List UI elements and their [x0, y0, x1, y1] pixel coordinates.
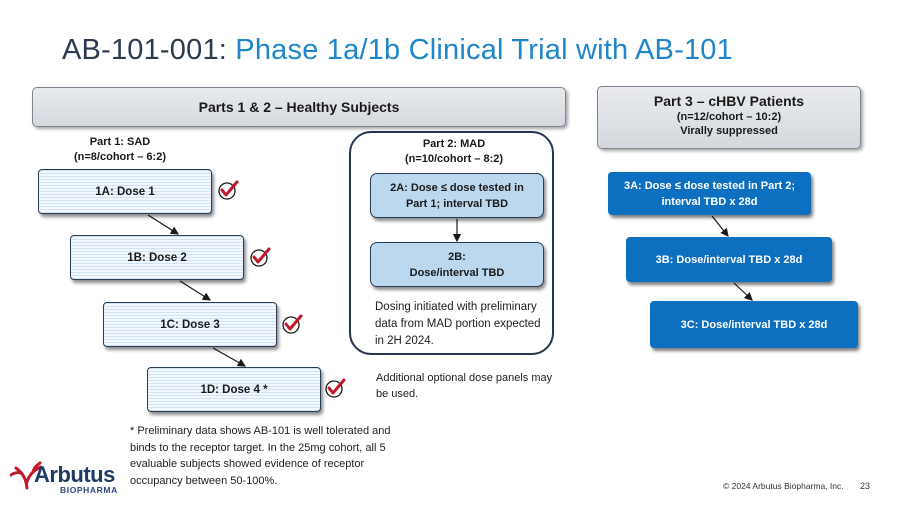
footnote: * Preliminary data shows AB-101 is well … — [130, 425, 391, 487]
part-1-header: Part 1: SAD (n=8/cohort – 6:2) — [60, 135, 180, 165]
part-1-cohort: (n=8/cohort – 6:2) — [74, 151, 166, 163]
dose-box-1c: 1C: Dose 3 — [103, 302, 277, 347]
dose-box-1b: 1B: Dose 2 — [70, 235, 244, 280]
dose-box-3b: 3B: Dose/interval TBD x 28d — [626, 237, 832, 282]
arrow-icon — [711, 215, 729, 237]
dose-3a-line2: interval TBD x 28d — [661, 195, 758, 208]
logo-subtitle: BIOPHARMA — [60, 485, 118, 495]
dose-box-3a: 3A: Dose ≤ dose tested in Part 2; interv… — [608, 172, 811, 215]
check-icon — [325, 378, 346, 398]
dose-3a-line1: 3A: Dose ≤ dose tested in Part 2; — [623, 179, 796, 192]
dose-2b-line1: 2B: — [448, 250, 466, 263]
part-3-title: Part 3 – cHBV Patients — [653, 93, 805, 109]
dose-box-1a: 1A: Dose 1 — [38, 169, 212, 214]
logo-name: Arbutus — [34, 462, 115, 487]
page-title: AB-101-001: Phase 1a/1b Clinical Trial w… — [62, 34, 733, 67]
mad-note: Dosing initiated with preliminary data f… — [375, 301, 541, 347]
check-icon — [250, 247, 271, 267]
part-3-banner: Part 3 – cHBV Patients (n=12/cohort – 10… — [597, 86, 861, 149]
page-number: 23 — [860, 481, 871, 491]
logo-tree-icon — [10, 461, 43, 490]
dose-box-1d: 1D: Dose 4 * — [147, 367, 321, 412]
part-2-frame — [349, 131, 554, 355]
dose-box-2b: 2B: Dose/interval TBD — [370, 242, 544, 287]
dose-2b-line2: Dose/interval TBD — [409, 266, 505, 279]
part-3-status: Virally suppressed — [680, 125, 778, 137]
company-logo: Arbutus BIOPHARMA — [10, 460, 120, 498]
part-3-cohort: (n=12/cohort – 10:2) — [676, 111, 782, 123]
dose-box-2a: 2A: Dose ≤ dose tested in Part 1; interv… — [370, 173, 544, 218]
arrow-icon — [212, 347, 247, 367]
title-main: Phase 1a/1b Clinical Trial with AB-101 — [235, 34, 733, 66]
check-icon — [282, 314, 303, 334]
optional-panels-note: Additional optional dose panels may be u… — [376, 372, 553, 400]
title-prefix: AB-101-001: — [62, 34, 228, 66]
dose-2a-line2: Part 1; interval TBD — [405, 197, 509, 210]
check-icon — [218, 180, 239, 200]
part-2-title: Part 2: MAD — [422, 138, 486, 150]
copyright: © 2024 Arbutus Biopharma, Inc. — [723, 481, 844, 491]
part-1-title: Part 1: SAD — [89, 136, 151, 148]
arrow-icon — [147, 214, 180, 235]
arrow-icon — [733, 282, 753, 301]
part-2-cohort: (n=10/cohort – 8:2) — [404, 153, 504, 165]
dose-2a-line1: 2A: Dose ≤ dose tested in — [390, 181, 524, 194]
dose-box-3c: 3C: Dose/interval TBD x 28d — [650, 301, 858, 348]
parts-1-2-banner: Parts 1 & 2 – Healthy Subjects — [32, 87, 566, 127]
part-2-header: Part 2: MAD (n=10/cohort – 8:2) — [380, 137, 528, 167]
arrow-icon — [179, 280, 212, 301]
